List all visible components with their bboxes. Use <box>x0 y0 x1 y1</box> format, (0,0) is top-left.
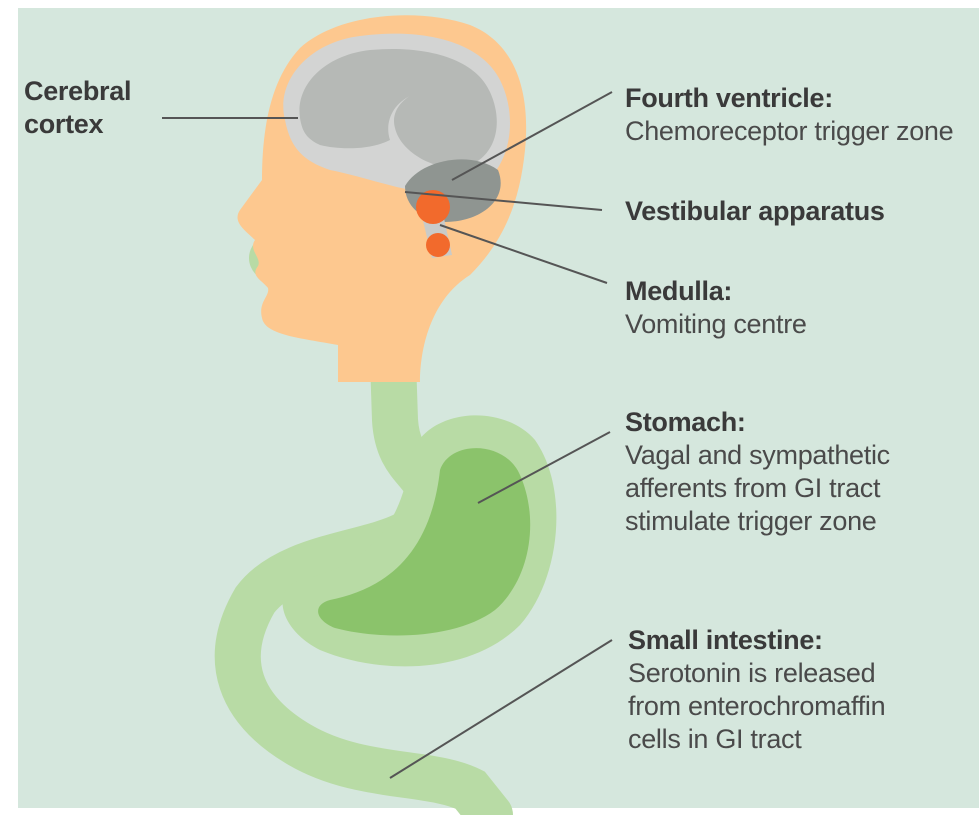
label-medulla-title: Medulla: <box>625 275 807 308</box>
label-small-intestine-desc-2: from enterochromaffin <box>628 690 885 723</box>
label-stomach-desc-3: stimulate trigger zone <box>625 505 890 538</box>
label-stomach: Stomach: Vagal and sympathetic afferents… <box>625 406 890 538</box>
label-fourth-ventricle-title: Fourth ventricle: <box>625 82 953 115</box>
label-small-intestine-desc-1: Serotonin is released <box>628 657 885 690</box>
label-cerebral-cortex-line1: Cerebral <box>24 75 131 108</box>
label-fourth-ventricle-desc: Chemoreceptor trigger zone <box>625 115 953 148</box>
label-medulla: Medulla: Vomiting centre <box>625 275 807 341</box>
label-small-intestine-desc-3: cells in GI tract <box>628 723 885 756</box>
label-fourth-ventricle: Fourth ventricle: Chemoreceptor trigger … <box>625 82 953 148</box>
label-stomach-title: Stomach: <box>625 406 890 439</box>
label-vestibular-title: Vestibular apparatus <box>625 195 885 228</box>
label-vestibular-apparatus: Vestibular apparatus <box>625 195 885 228</box>
label-cerebral-cortex-line2: cortex <box>24 108 131 141</box>
label-small-intestine-title: Small intestine: <box>628 624 885 657</box>
label-medulla-desc: Vomiting centre <box>625 308 807 341</box>
label-stomach-desc-1: Vagal and sympathetic <box>625 439 890 472</box>
label-small-intestine: Small intestine: Serotonin is released f… <box>628 624 885 756</box>
label-stomach-desc-2: afferents from GI tract <box>625 472 890 505</box>
medulla-organ <box>426 233 450 257</box>
label-cerebral-cortex: Cerebral cortex <box>24 75 131 141</box>
